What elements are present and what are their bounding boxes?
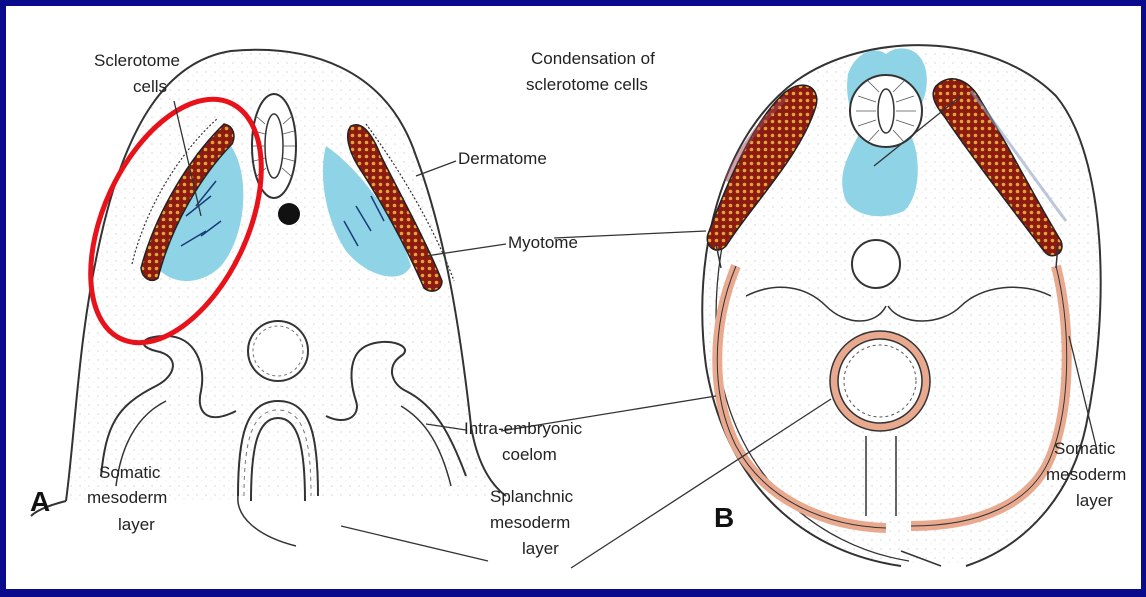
label-splanchnic-2: mesoderm <box>490 512 570 533</box>
tube-b <box>852 240 900 288</box>
notochord-a <box>278 203 300 225</box>
section-a <box>31 50 506 561</box>
diagram-panel: Sclerotome cells Dermatome Myotome Intra… <box>6 6 1141 589</box>
label-somatic-a-3: layer <box>118 514 155 535</box>
panel-letter-a: A <box>30 486 50 518</box>
label-condensation-2: sclerotome cells <box>526 74 648 95</box>
label-somatic-b-2: mesoderm <box>1046 464 1126 485</box>
label-sclerotome-1: Sclerotome <box>94 50 180 71</box>
label-dermatome: Dermatome <box>458 148 547 169</box>
label-somatic-b-3: layer <box>1076 490 1113 511</box>
gut-tube-a <box>248 321 308 381</box>
panel-letter-b: B <box>714 502 734 534</box>
label-condensation-1: Condensation of <box>531 48 655 69</box>
label-somatic-a-1: Somatic <box>99 462 160 483</box>
label-splanchnic-1: Splanchnic <box>490 486 573 507</box>
section-b <box>501 45 1101 568</box>
label-somatic-a-2: mesoderm <box>87 487 167 508</box>
label-somatic-b-1: Somatic <box>1054 438 1115 459</box>
gut-tube-b <box>830 331 930 431</box>
label-sclerotome-2: cells <box>133 76 167 97</box>
label-intra-embryonic-2: coelom <box>502 444 557 465</box>
label-myotome: Myotome <box>508 232 578 253</box>
label-intra-embryonic-1: Intra-embryonic <box>464 418 582 439</box>
label-splanchnic-3: layer <box>522 538 559 559</box>
